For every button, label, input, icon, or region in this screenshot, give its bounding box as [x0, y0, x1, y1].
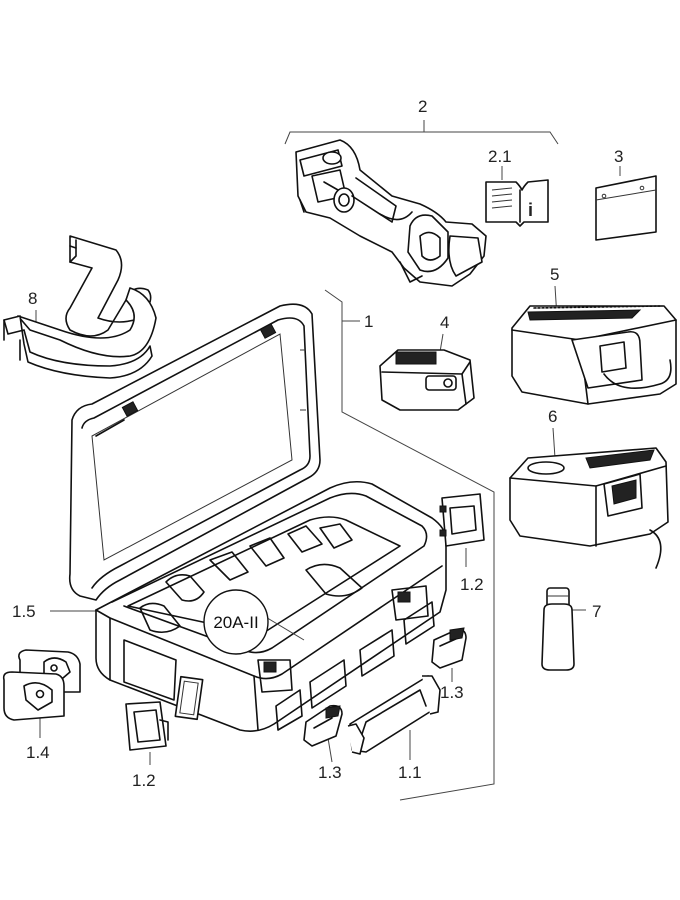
label-latch-left: 1.3: [318, 763, 342, 782]
label-insert-left: 1.2: [132, 771, 156, 790]
charger-b: [509, 447, 669, 569]
label-manual: 2.1: [488, 147, 512, 166]
latch-left: [303, 704, 343, 747]
info-card: [595, 175, 657, 241]
battery-pack: [379, 349, 475, 411]
label-inlay: 1.5: [12, 602, 36, 621]
label-charger-a: 5: [550, 265, 559, 284]
size-badge-text: 20A-II: [213, 613, 258, 632]
label-case: 1: [364, 312, 373, 331]
size-badge: 20A-II: [203, 589, 305, 655]
label-tool: 2: [418, 97, 427, 116]
label-strap: 8: [28, 289, 37, 308]
press-tool: [295, 139, 487, 287]
label-jaws: 1.4: [26, 743, 50, 762]
label-bottle: 7: [592, 602, 601, 621]
label-card: 3: [614, 147, 623, 166]
jaw-pieces: [2, 649, 81, 721]
charger-a: [511, 305, 677, 405]
info-icon: i: [528, 200, 533, 220]
latch-right: [431, 627, 467, 669]
leader-lines: [35, 120, 621, 801]
label-charger-b: 6: [548, 407, 557, 426]
label-insert-right: 1.2: [460, 575, 484, 594]
manual-book-icon: i: [485, 179, 549, 227]
carry-case: [68, 303, 447, 732]
case-handle: [347, 675, 441, 755]
label-latch-right: 1.3: [440, 683, 464, 702]
part-labels: 2 2.1 3 8 1 4 5 6 1.2 1.5 7 1.4 1.3 1.2 …: [12, 97, 623, 790]
insert-right: [439, 493, 485, 547]
oil-bottle: [541, 587, 575, 671]
shoulder-strap: [3, 235, 157, 379]
label-handle: 1.1: [398, 763, 422, 782]
label-battery: 4: [440, 313, 449, 332]
insert-left: [125, 701, 169, 751]
